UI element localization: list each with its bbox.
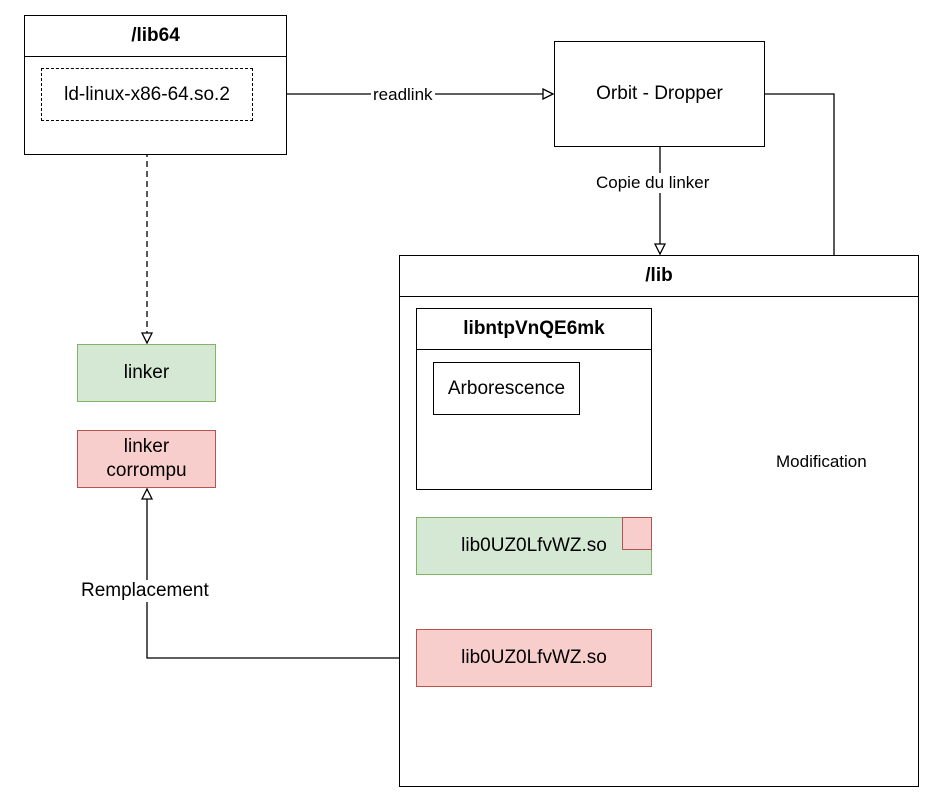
- libntp-title: libntpVnQE6mk: [417, 309, 651, 350]
- orbit-dropper-node[interactable]: Orbit - Dropper: [554, 41, 765, 147]
- lib-title: /lib: [400, 256, 918, 297]
- copie-label: Copie du linker: [594, 173, 712, 193]
- lib64-title: /lib64: [25, 16, 286, 57]
- lib-so-green-node[interactable]: lib0UZ0LfvWZ.so: [416, 517, 652, 575]
- readlink-label: readlink: [371, 85, 435, 105]
- ld-linux-node[interactable]: ld-linux-x86-64.so.2: [41, 68, 253, 121]
- linker-corrompu-node[interactable]: linker corrompu: [77, 430, 216, 488]
- modification-label: Modification: [774, 452, 869, 472]
- remplacement-label: Remplacement: [79, 580, 211, 602]
- modification-marker: [622, 517, 652, 550]
- lib-so-red-node[interactable]: lib0UZ0LfvWZ.so: [416, 629, 652, 687]
- arborescence-node[interactable]: Arborescence: [433, 362, 580, 415]
- linker-node[interactable]: linker: [77, 344, 216, 402]
- edge-remplacement: [147, 489, 417, 659]
